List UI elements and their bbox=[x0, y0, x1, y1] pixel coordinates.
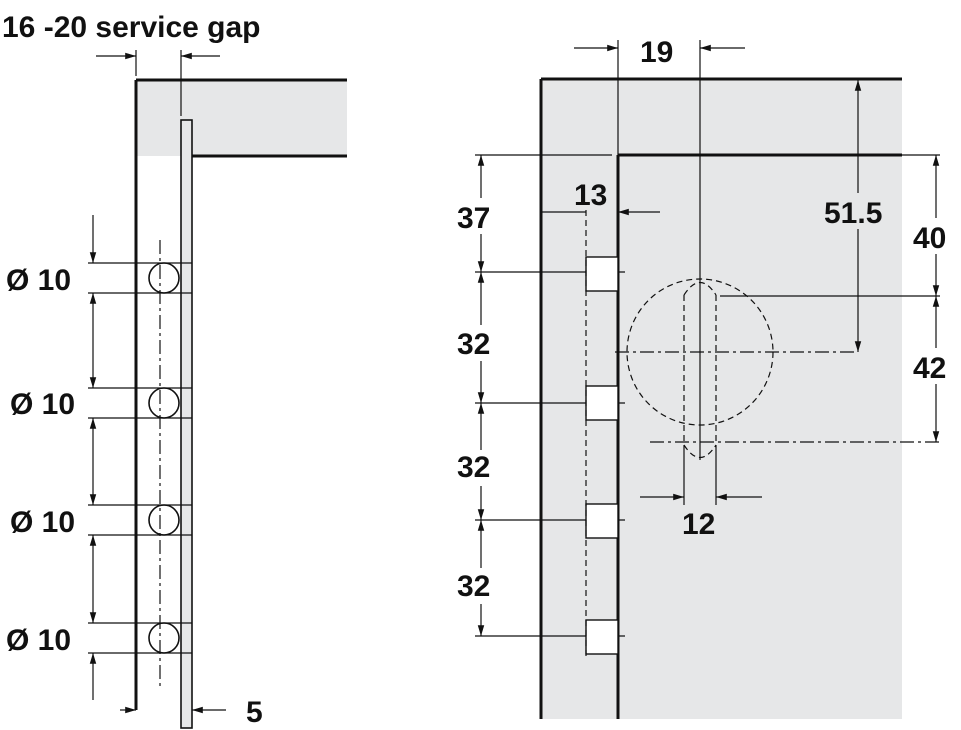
fitting-depth-label: 51.5 bbox=[824, 197, 882, 230]
hole-diameter-label: Ø 10 bbox=[10, 506, 75, 539]
side-panel bbox=[136, 156, 181, 728]
fitting-outline bbox=[615, 278, 940, 459]
pitch-label: 32 bbox=[457, 451, 490, 484]
edge-offset-label: 13 bbox=[574, 179, 607, 212]
hole-group bbox=[88, 215, 192, 700]
thickness-label: 5 bbox=[246, 696, 263, 729]
pitch-label: 32 bbox=[457, 570, 490, 603]
hole-diameter-label: Ø 10 bbox=[10, 388, 75, 421]
slot-width-label: 12 bbox=[682, 508, 715, 541]
pitch-label: 32 bbox=[457, 328, 490, 361]
hole-diameter-label: Ø 10 bbox=[6, 624, 71, 657]
first-hole-label: 37 bbox=[457, 202, 490, 235]
drill-holes bbox=[585, 210, 619, 660]
service-gap-label: 16 -20 service gap bbox=[2, 11, 261, 44]
hole-diameter-label: Ø 10 bbox=[6, 264, 71, 297]
upper-offset-label: 40 bbox=[913, 222, 946, 255]
lower-offset-label: 42 bbox=[913, 352, 946, 385]
top-panel bbox=[136, 80, 347, 156]
top-offset-label: 19 bbox=[640, 36, 673, 69]
right-front-view: 19 37 32 32 32 13 bbox=[455, 36, 960, 719]
door-edge bbox=[180, 119, 193, 729]
left-side-view: 16 -20 service gap bbox=[2, 11, 347, 729]
